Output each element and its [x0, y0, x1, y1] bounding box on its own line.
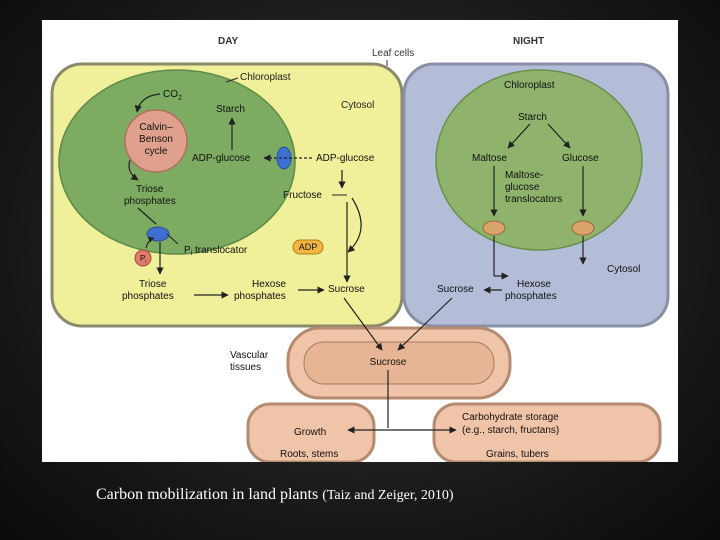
calvin-label-2: Benson [139, 134, 173, 145]
pi-translocator-label: Pi translocator [184, 245, 248, 257]
adp-glucose-cytosol: ADP-glucose [316, 153, 375, 164]
night-sucrose-label: Sucrose [437, 284, 474, 295]
co2-label: CO2 [163, 89, 182, 102]
night-sucrose-export-arrow [397, 297, 453, 351]
starch-to-glucose-arrow [547, 123, 571, 149]
calvin-benson-cycle [124, 109, 188, 173]
glucose-translocator [571, 220, 595, 236]
night-hexose-2: phosphates [505, 291, 557, 302]
night-chloroplast-label: Chloroplast [504, 80, 555, 91]
carbon-mobilization-diagram: DAY NIGHT Leaf cells Chloroplast Cytosol… [50, 36, 670, 464]
night-heading: NIGHT [513, 36, 544, 47]
day-chloroplast-label: Chloroplast [240, 72, 291, 83]
triose-to-pi-arrow [137, 207, 157, 225]
day-sucrose-export-arrow [343, 297, 383, 351]
translocators-2: glucose [505, 182, 540, 193]
caption-text: Carbon mobilization in land plants [96, 486, 319, 503]
day-chloroplast-pointer [225, 77, 239, 83]
pi-translocator-protein [146, 226, 170, 242]
slide-caption: Carbon mobilization in land plants (Taiz… [96, 486, 454, 504]
vascular-sucrose-label: Sucrose [370, 357, 407, 368]
leaf-cells-label: Leaf cells [372, 48, 414, 59]
triose-chloroplast-1: Triose [136, 184, 164, 195]
pi-circle [134, 249, 152, 267]
adp-curved-arrow [347, 197, 362, 253]
maltose-translocator [482, 220, 506, 236]
maltose-label: Maltose [472, 153, 507, 164]
translocators-1: Maltose- [505, 170, 543, 181]
pi-translocator-pointer [166, 233, 179, 245]
day-starch-label: Starch [216, 104, 245, 115]
vascular-label-1: Vascular [230, 350, 269, 361]
triose-cytosol-2: phosphates [122, 291, 174, 302]
day-heading: DAY [218, 36, 239, 47]
adp-label: ADP [299, 242, 318, 252]
pi-circle-label: Pi [140, 254, 146, 265]
calvin-label-3: cycle [145, 146, 168, 157]
grains-tubers-label: Grains, tubers [486, 449, 549, 460]
triose-chloroplast-2: phosphates [124, 196, 176, 207]
adp-glucose-chloroplast: ADP-glucose [192, 153, 251, 164]
adp-badge [292, 239, 324, 255]
figure-image: DAY NIGHT Leaf cells Chloroplast Cytosol… [42, 20, 678, 464]
phloem-vessel [303, 341, 495, 385]
day-cytosol-label: Cytosol [341, 100, 374, 111]
triose-cytosol-1: Triose [139, 279, 167, 290]
vascular-label-2: tissues [230, 362, 261, 373]
day-hexose-2: phosphates [234, 291, 286, 302]
calvin-to-triose-arrow [128, 159, 139, 181]
storage-label-2: (e.g., starch, fructans) [462, 425, 559, 436]
night-hexose-1: Hexose [517, 279, 551, 290]
day-hexose-1: Hexose [252, 279, 286, 290]
co2-arrow [134, 93, 161, 113]
growth-label: Growth [294, 427, 326, 438]
roots-stems-label: Roots, stems [280, 449, 338, 460]
fructose-label: Fructose [283, 190, 322, 201]
night-chloroplast [435, 69, 643, 251]
storage-label-1: Carbohydrate storage [462, 412, 559, 423]
calvin-label-1: Calvin– [139, 122, 173, 133]
pi-import-arrow [145, 236, 155, 249]
night-cytosol-label: Cytosol [607, 264, 640, 275]
glucose-label: Glucose [562, 153, 599, 164]
caption-citation: (Taiz and Zeiger, 2010) [322, 488, 454, 503]
starch-to-maltose-arrow [507, 123, 531, 149]
night-starch-label: Starch [518, 112, 547, 123]
translocators-3: translocators [505, 194, 562, 205]
day-sucrose-label: Sucrose [328, 284, 365, 295]
